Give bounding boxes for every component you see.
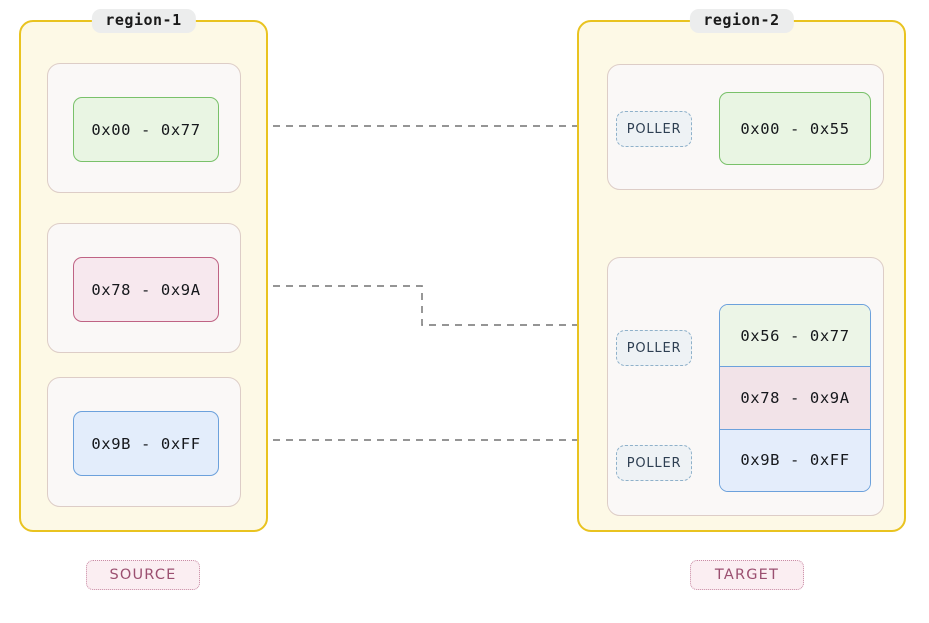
target-group-2[interactable]: POLLER POLLER 0x56 - 0x77 0x78 - 0x9A 0x… xyxy=(607,257,884,516)
region-1-label: region-1 xyxy=(91,9,196,33)
poller-3-label: POLLER xyxy=(626,455,682,471)
source-group-2[interactable]: 0x78 - 0x9A xyxy=(47,223,241,353)
target-band-0-label: 0x56 - 0x77 xyxy=(740,326,850,345)
source-block-2-label: 0x9B - 0xFF xyxy=(91,434,201,453)
poller-2-label: POLLER xyxy=(626,340,682,356)
region-1[interactable]: region-1 0x00 - 0x77 0x78 - 0x9A 0x9B - … xyxy=(19,9,268,532)
target-band-0x9B-0xFF[interactable]: 0x9B - 0xFF xyxy=(720,429,870,491)
legend-source[interactable]: SOURCE xyxy=(86,560,200,590)
legend-target[interactable]: TARGET xyxy=(690,560,804,590)
target-band-0x78-0x9A[interactable]: 0x78 - 0x9A xyxy=(720,366,870,430)
poller-node-1[interactable]: POLLER xyxy=(616,111,692,147)
target-band-1-label: 0x78 - 0x9A xyxy=(740,388,850,407)
poller-node-3[interactable]: POLLER xyxy=(616,445,692,481)
source-group-1[interactable]: 0x00 - 0x77 xyxy=(47,63,241,193)
target-block-0x00-0x55[interactable]: 0x00 - 0x55 xyxy=(719,92,871,165)
target-block-0-label: 0x00 - 0x55 xyxy=(740,119,850,138)
poller-node-2[interactable]: POLLER xyxy=(616,330,692,366)
region-2[interactable]: region-2 POLLER 0x00 - 0x55 POLLER POLLE… xyxy=(577,9,906,532)
source-block-0x78-0x9A[interactable]: 0x78 - 0x9A xyxy=(73,257,219,322)
target-stack-block[interactable]: 0x56 - 0x77 0x78 - 0x9A 0x9B - 0xFF xyxy=(719,304,871,492)
target-group-1[interactable]: POLLER 0x00 - 0x55 xyxy=(607,64,884,190)
source-block-0x9B-0xFF[interactable]: 0x9B - 0xFF xyxy=(73,411,219,476)
target-band-2-label: 0x9B - 0xFF xyxy=(740,451,850,470)
edge-source-pink-to-poller2 xyxy=(221,285,613,329)
target-band-0x56-0x77[interactable]: 0x56 - 0x77 xyxy=(720,305,870,367)
legend-target-label: TARGET xyxy=(714,567,780,583)
poller-1-label: POLLER xyxy=(626,121,682,137)
region-2-label: region-2 xyxy=(689,9,794,33)
source-block-1-label: 0x78 - 0x9A xyxy=(91,280,201,299)
legend-source-label: SOURCE xyxy=(109,567,177,583)
source-block-0-label: 0x00 - 0x77 xyxy=(91,120,201,139)
source-group-3[interactable]: 0x9B - 0xFF xyxy=(47,377,241,507)
source-block-0x00-0x77[interactable]: 0x00 - 0x77 xyxy=(73,97,219,162)
